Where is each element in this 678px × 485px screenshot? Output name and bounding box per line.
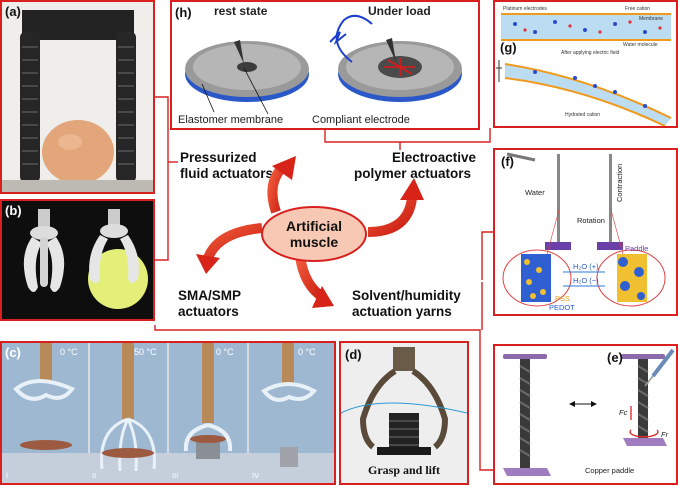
arrow-up-right [367,178,424,237]
fr-label: Fr [661,430,669,439]
panel-f-label: (f) [501,154,514,169]
panel-a-label: (a) [5,4,21,19]
panel-h-label: (h) [175,5,192,20]
panel-c: (c) 0 °C 50 °C 0 °C 0 °C I II III IV [0,341,336,485]
after-field-label: After applying electric field [561,50,620,56]
h2o-plus-label: H₂O (+) [573,262,599,271]
electroactive-label-line1: Electroactive [391,150,477,165]
fc-label: Fc [619,408,628,417]
center-label-line1: Artificial [285,218,342,234]
panel-h: (h) rest state Under load Elastomer memb… [170,0,480,130]
center-label-line2: muscle [289,234,339,250]
paddle-label: Paddle [625,244,649,253]
rotation-label: Rotation [577,216,605,225]
pressurized-label-line1: Pressurized [180,150,257,165]
solvent-label-line1: Solvent/humidity [352,288,461,303]
sma-label-line2: actuators [178,304,239,319]
panel-e-label: (e) [607,350,623,365]
temp-label-2: 50 °C [134,347,157,357]
copper-paddle-label: Copper paddle [585,466,635,475]
water-label: Water [525,188,545,197]
panel-g: (g) Platinum electrodes Free cation Memb… [493,0,678,128]
panel-d: (d) Grasp and lift [339,341,469,485]
grasp-lift-photo [341,343,467,483]
sma-gripper-sequence-photo [2,343,334,483]
under-load-title: Under load [368,4,431,18]
twisted-yarn-paddle-diagram [503,348,675,476]
grasp-lift-caption: Grasp and lift [367,463,440,477]
elastomer-membrane-label: Elastomer membrane [178,114,284,126]
dielectric-elastomer-diagram [185,14,462,115]
compliant-electrode-label: Compliant electrode [312,114,410,126]
membrane-label: Membrane [639,16,663,22]
soft-gripper-ball-photo [2,201,153,319]
panel-c-label: (c) [5,345,21,360]
sma-label-line1: SMA/SMP [178,288,242,303]
panel-f: (f) Water Contraction Rotation Paddle H₂… [493,148,678,316]
h2o-minus-label: H₂O (−) [573,276,599,285]
step-label-2: II [92,471,97,480]
step-label-3: III [172,471,179,480]
hydrated-cation-label: Hydrated cation [565,112,601,118]
panel-b-label: (b) [5,203,22,218]
panel-e: (e) Fc Fr Copper paddle [493,344,678,485]
panel-b: (b) [0,199,155,321]
panel-d-label: (d) [345,347,362,362]
platinum-electrodes-label: Platinum electrodes [503,6,547,12]
humidity-yarn-diagram [502,152,666,307]
contraction-label: Contraction [615,163,624,202]
electroactive-label-line2: polymer actuators [354,166,472,181]
pressurized-label-line2: fluid actuators [180,166,274,181]
panel-a: (a) [0,0,155,194]
arrow-up-left [267,156,296,214]
panel-g-label: (g) [500,40,517,55]
gripper-egg-photo [2,2,153,192]
step-label-1: I [6,471,9,480]
temp-label-3: 0 °C [216,347,234,357]
rest-state-title: rest state [214,4,268,18]
arrow-down-right [295,255,334,308]
water-molecule-label: Water molecule [623,42,658,48]
free-cation-label: Free cation [625,6,651,12]
pedot-label: PEDOT [549,303,575,312]
arrow-down-left [196,223,263,274]
pss-label: PSS [555,294,571,303]
solvent-label-line2: actuation yarns [352,304,452,319]
temp-label-1: 0 °C [60,347,78,357]
step-label-4: IV [252,471,260,480]
ionic-polymer-diagram [496,13,672,126]
temp-label-4: 0 °C [298,347,316,357]
